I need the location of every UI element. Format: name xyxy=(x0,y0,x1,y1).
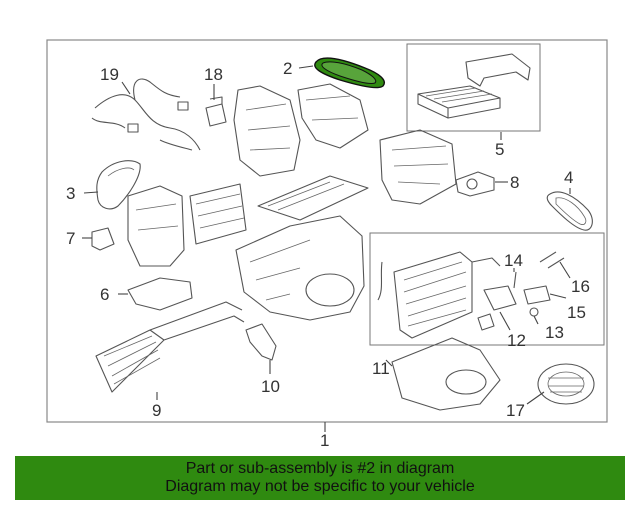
evaporator-subbox xyxy=(369,232,605,346)
callout-1: 1 xyxy=(320,431,329,450)
connector-15 xyxy=(523,285,551,305)
center-components xyxy=(127,175,369,267)
bracket-6 xyxy=(127,277,193,311)
callout-10: 10 xyxy=(261,377,280,396)
connector-7 xyxy=(91,227,115,251)
evaporator-group xyxy=(377,251,501,339)
screws-16 xyxy=(539,251,565,269)
clip-10 xyxy=(245,323,277,361)
wiring-harness xyxy=(91,78,201,151)
oring-13 xyxy=(529,307,539,317)
sensor-12 xyxy=(477,285,517,331)
callout-11: 11 xyxy=(372,359,390,378)
filter-subbox xyxy=(406,43,541,132)
callout-8: 8 xyxy=(510,173,519,192)
callout-18: 18 xyxy=(204,65,223,84)
info-banner: Part or sub-assembly is #2 in diagram Di… xyxy=(15,456,625,500)
callout-labels: 1 2 3 4 5 6 7 8 9 10 11 12 13 14 15 16 1… xyxy=(66,59,590,450)
hvac-upper-case xyxy=(233,83,457,205)
duct-3 xyxy=(96,160,141,210)
callout-7: 7 xyxy=(66,229,75,248)
diagram-frame xyxy=(46,39,608,423)
callout-12: 12 xyxy=(507,331,526,350)
seal-part-2 xyxy=(314,57,385,89)
callout-13: 13 xyxy=(545,323,564,342)
callout-17: 17 xyxy=(506,401,525,420)
callout-14: 14 xyxy=(504,251,523,270)
callout-9: 9 xyxy=(152,401,161,420)
blower-case xyxy=(391,337,501,411)
parts-diagram: 1 2 3 4 5 6 7 8 9 10 11 12 13 14 15 16 1… xyxy=(46,39,608,450)
seal-ring-4 xyxy=(546,191,593,231)
heater-core-9 xyxy=(95,301,245,393)
callout-15: 15 xyxy=(567,303,586,322)
cabin-filter-5 xyxy=(417,53,531,119)
callout-6: 6 xyxy=(100,285,109,304)
blower-motor-17 xyxy=(537,363,595,405)
leader-lines xyxy=(82,65,571,405)
callout-2: 2 xyxy=(283,59,292,78)
callout-19: 19 xyxy=(100,65,119,84)
callout-3: 3 xyxy=(66,184,75,203)
banner-line-2: Diagram may not be specific to your vehi… xyxy=(165,478,475,495)
hvac-lower-case xyxy=(235,215,365,321)
callout-16: 16 xyxy=(571,277,590,296)
banner-line-1: Part or sub-assembly is #2 in diagram xyxy=(185,460,455,477)
actuator-18 xyxy=(205,96,227,127)
callout-4: 4 xyxy=(564,168,573,187)
actuator-motor-8 xyxy=(455,171,495,197)
callout-5: 5 xyxy=(495,140,504,159)
pin-14 xyxy=(513,271,517,289)
